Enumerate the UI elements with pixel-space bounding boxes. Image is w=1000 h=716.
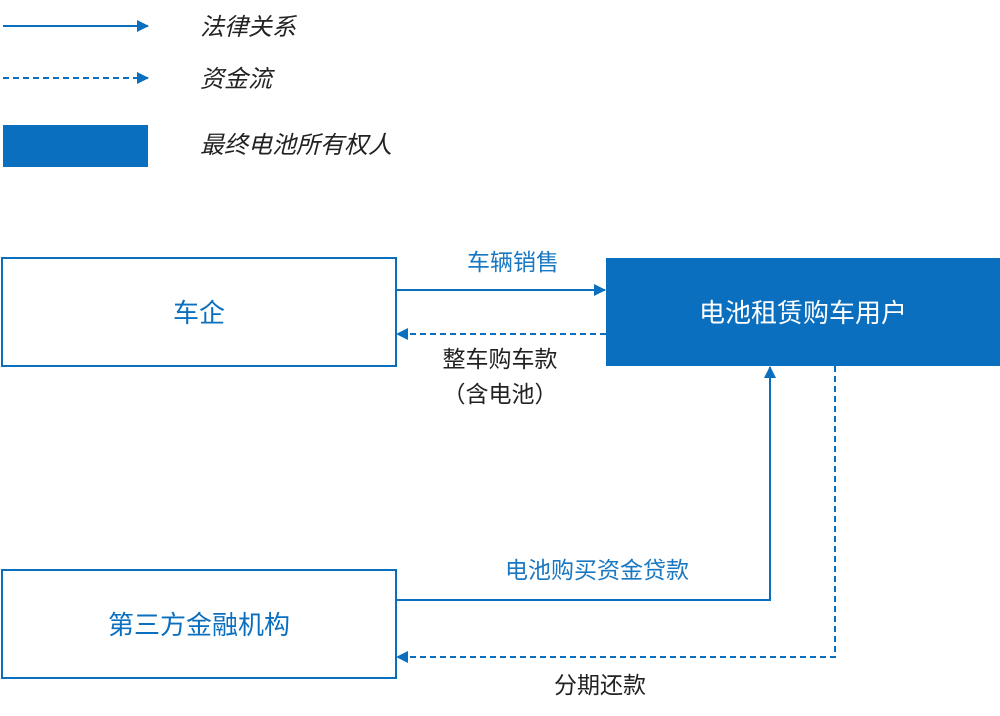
edge-repayment-label: 分期还款 xyxy=(554,673,646,699)
edge-payment-label-line2: （含电池） xyxy=(443,382,558,408)
edge-payment: 整车购车款 （含电池） xyxy=(396,328,606,408)
node-car-company-box xyxy=(1,257,397,367)
legend-legal-label: 法律关系 xyxy=(200,13,298,41)
edge-repayment-line xyxy=(396,366,836,663)
legend-fund-label: 资金流 xyxy=(200,65,275,93)
node-finance: 第三方金融机构 xyxy=(1,569,397,679)
node-car-company: 车企 xyxy=(1,257,397,367)
node-user: 电池租赁购车用户 xyxy=(606,258,1000,366)
legend-owner-swatch xyxy=(3,125,148,167)
node-car-company-label: 车企 xyxy=(173,299,225,329)
node-finance-box xyxy=(1,569,397,679)
edge-loan-line xyxy=(396,366,776,601)
edge-vehicle-sale-label: 车辆销售 xyxy=(467,250,559,276)
legend-owner-label: 最终电池所有权人 xyxy=(200,131,392,159)
node-finance-label: 第三方金融机构 xyxy=(108,611,290,641)
legend: 法律关系 资金流 最终电池所有权人 xyxy=(3,13,392,167)
edge-repayment: 分期还款 xyxy=(396,366,836,699)
edge-loan: 电池购买资金贷款 xyxy=(396,366,776,601)
node-user-label: 电池租赁购车用户 xyxy=(699,299,907,329)
edge-vehicle-sale: 车辆销售 xyxy=(396,250,606,296)
edge-payment-label-line1: 整车购车款 xyxy=(443,347,558,373)
node-user-box xyxy=(606,258,1000,366)
edge-loan-label: 电池购买资金贷款 xyxy=(505,558,689,584)
